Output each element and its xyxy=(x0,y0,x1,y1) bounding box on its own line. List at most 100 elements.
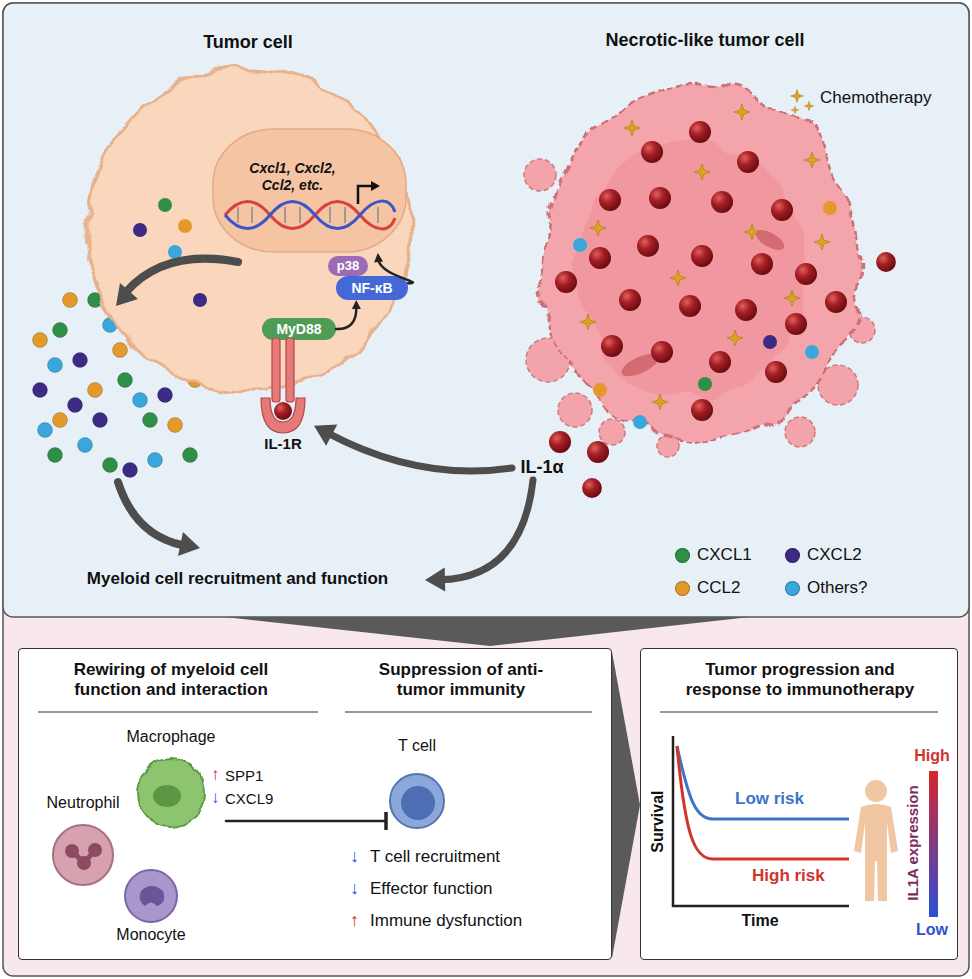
annotation: ↓ xyxy=(350,846,359,868)
node-label: T cell xyxy=(398,736,436,755)
legend-label: CCL2 xyxy=(697,578,740,598)
node-label: Cxcl1, Cxcl2, Ccl2, etc. xyxy=(235,160,350,194)
neutrophil-cell: Neutrophil xyxy=(33,793,133,893)
legend-item: Others? xyxy=(785,578,867,598)
text-holder: CXCL9 xyxy=(225,790,273,808)
t-cell: T cell xyxy=(386,736,448,831)
annotation: Low risk xyxy=(735,789,804,809)
arrowhead xyxy=(314,425,337,446)
legend-item: CXCL1 xyxy=(675,545,752,565)
annotation: High risk xyxy=(752,866,825,886)
text-holder: Cxcl1, Cxcl2, Ccl2, etc. xyxy=(235,160,350,194)
legend-swatch xyxy=(675,581,690,596)
connector xyxy=(314,425,512,472)
panel-box: Rewiring of myeloid cell function and in… xyxy=(18,648,612,960)
node-label: Necrotic-like tumor cell xyxy=(605,30,804,52)
node-label: Rewiring of myeloid cell function and in… xyxy=(46,660,296,701)
cytokine: IL-1α xyxy=(512,456,572,480)
legend-label: CXCL1 xyxy=(697,545,752,565)
text-holder: Time xyxy=(741,911,778,930)
macrophage-cell: Macrophage xyxy=(116,727,226,837)
transcription-factor-pill: NF-κB xyxy=(336,276,408,300)
recruitment-arrow xyxy=(118,482,182,545)
tumor-cell: Tumor cell Cxcl1, Cxcl2, Ccl2, etc. p38NF… xyxy=(78,32,418,402)
text-holder: NF-κB xyxy=(336,276,408,300)
text-holder: Immune dysfunction xyxy=(370,911,522,931)
text-holder: High risk xyxy=(752,866,825,886)
text-holder: IL1A expression xyxy=(904,785,922,900)
text-holder: High xyxy=(914,746,950,765)
text-holder: IL-1R xyxy=(252,435,314,453)
annotation: Effector function xyxy=(370,879,493,899)
text-holder: Rewiring of myeloid cell function and in… xyxy=(46,660,296,701)
text-holder: Survival xyxy=(647,791,666,853)
text-holder: Macrophage xyxy=(116,727,226,746)
monocyte-cell: Monocyte xyxy=(106,867,196,949)
text-holder: Neutrophil xyxy=(33,793,133,812)
annotation: CXCL9 xyxy=(225,790,273,808)
receptor: IL-1R xyxy=(252,338,314,460)
annotation: SPP1 xyxy=(225,767,263,785)
text-holder: T cell xyxy=(386,736,448,755)
text-holder: Chemotherapy xyxy=(820,88,932,108)
annotation: ↑ xyxy=(211,765,220,785)
legend-swatch xyxy=(785,548,800,563)
separator-lines xyxy=(38,711,938,712)
legend-item: CCL2 xyxy=(675,578,740,598)
node-label: Suppression of anti-tumor immunity xyxy=(356,660,566,701)
legend-swatch xyxy=(675,548,690,563)
text-holder: Tumor progression and response to immuno… xyxy=(677,660,923,701)
node-label: IL-1α xyxy=(520,457,563,479)
annotation: High xyxy=(914,746,950,765)
text-holder: ↓ xyxy=(211,788,220,808)
text-holder: T cell recruitment xyxy=(370,847,500,867)
node-label: Tumor progression and response to immuno… xyxy=(677,660,923,701)
text-holder: Necrotic-like tumor cell xyxy=(515,30,895,52)
axis-label: IL1A expression xyxy=(904,785,922,900)
text-holder: Monocyte xyxy=(106,925,196,944)
connector xyxy=(425,480,533,592)
node-label: IL-1R xyxy=(264,435,302,453)
legend-label: CXCL2 xyxy=(807,545,862,565)
text-holder: Suppression of anti-tumor immunity xyxy=(356,660,566,701)
text-holder: Myeloid cell recruitment and function xyxy=(50,569,425,589)
outcome-box: Myeloid cell recruitment and function xyxy=(50,567,425,593)
text-holder: Tumor cell xyxy=(78,32,418,54)
text-holder: ↓ xyxy=(350,878,359,900)
annotation: ↓ xyxy=(350,878,359,900)
inhibition-bar xyxy=(384,812,388,830)
connector-line xyxy=(440,480,533,580)
text-holder: MyD88 xyxy=(262,318,336,340)
annotation: Low xyxy=(916,920,948,939)
text-holder: IL-1α xyxy=(512,457,572,479)
text-holder: Low xyxy=(916,920,948,939)
text-holder: SPP1 xyxy=(225,767,263,785)
text-holder: Low risk xyxy=(735,789,804,809)
legend-swatch xyxy=(785,581,800,596)
adaptor-pill: MyD88 xyxy=(262,318,336,340)
node-label: Macrophage xyxy=(127,727,216,746)
text-holder: ↑ xyxy=(211,765,220,785)
connector-line xyxy=(327,433,512,471)
node-label: Monocyte xyxy=(116,925,185,944)
node-label: Tumor cell xyxy=(203,32,293,54)
legend-item: CXCL2 xyxy=(785,545,862,565)
text-holder: ↓ xyxy=(350,846,359,868)
text-holder: ↑ xyxy=(350,910,359,932)
annotation: Chemotherapy xyxy=(820,88,932,108)
annotation: T cell recruitment xyxy=(370,847,500,867)
arrowhead xyxy=(425,568,445,592)
kinase-pill: p38 xyxy=(328,256,368,276)
nucleus: Cxcl1, Cxcl2, Ccl2, etc. xyxy=(212,128,407,253)
annotation: ↑ xyxy=(350,910,359,932)
text-holder: p38 xyxy=(328,256,368,276)
text-holder: Effector function xyxy=(370,879,493,899)
annotation: Immune dysfunction xyxy=(370,911,522,931)
legend-label: Others? xyxy=(807,578,867,598)
